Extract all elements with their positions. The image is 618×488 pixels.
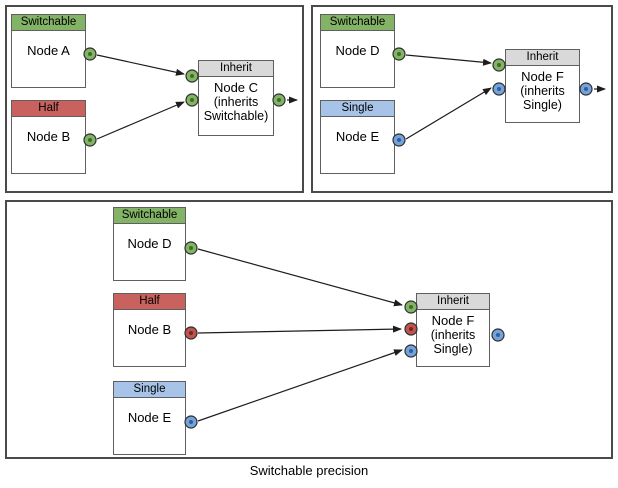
node-c-header: Inherit	[199, 61, 273, 77]
node-e: Single Node E	[320, 100, 395, 174]
node-a-title: Node A	[27, 43, 70, 58]
node-f-bottom: Inherit Node F (inherits Single)	[416, 293, 490, 367]
node-d: Switchable Node D	[320, 14, 395, 88]
figure-caption: Switchable precision	[249, 463, 369, 478]
node-c-title: Node C	[213, 80, 259, 95]
node-a: Switchable Node A	[11, 14, 86, 88]
node-f-subtitle: (inherits Single)	[520, 84, 565, 112]
node-f-title: Node F	[521, 69, 564, 84]
node-d-bottom-header: Switchable	[114, 208, 185, 224]
node-b-bottom-header: Half	[114, 294, 185, 310]
node-b-bottom: Half Node B	[113, 293, 186, 367]
node-d-header: Switchable	[321, 15, 394, 31]
node-f: Inherit Node F (inherits Single)	[505, 49, 580, 123]
node-e-bottom-title: Node E	[127, 410, 172, 425]
node-b-title: Node B	[26, 129, 71, 144]
node-e-bottom-header: Single	[114, 382, 185, 398]
node-f-bottom-header: Inherit	[417, 294, 489, 310]
node-e-header: Single	[321, 101, 394, 117]
node-e-bottom: Single Node E	[113, 381, 186, 455]
node-d-title: Node D	[335, 43, 380, 58]
node-c: Inherit Node C (inherits Switchable)	[198, 60, 274, 136]
node-b-header: Half	[12, 101, 85, 117]
node-f-bottom-title: Node F	[431, 313, 475, 328]
node-e-title: Node E	[335, 129, 380, 144]
node-b-bottom-title: Node B	[127, 322, 172, 337]
node-d-bottom: Switchable Node D	[113, 207, 186, 281]
node-b: Half Node B	[11, 100, 86, 174]
node-f-header: Inherit	[506, 50, 579, 66]
node-d-bottom-title: Node D	[127, 236, 172, 251]
node-a-header: Switchable	[12, 15, 85, 31]
panel-example-3	[5, 200, 613, 459]
node-c-subtitle: (inherits Switchable)	[203, 95, 269, 123]
node-f-bottom-subtitle: (inherits Single)	[430, 328, 476, 356]
